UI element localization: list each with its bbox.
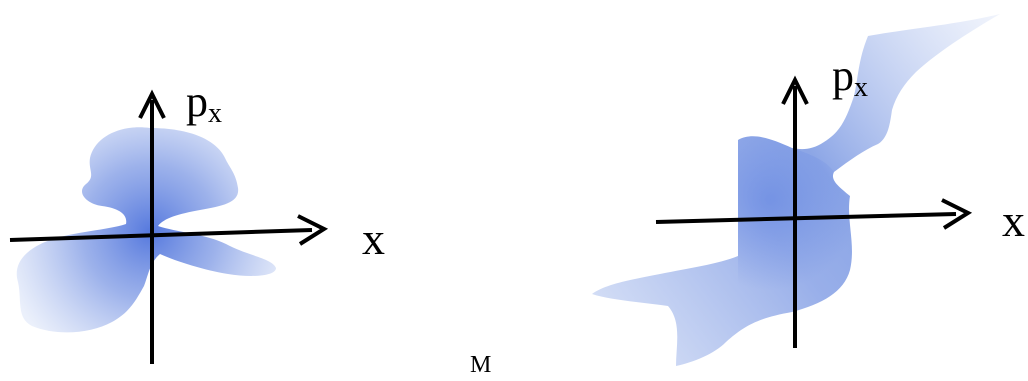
left-x-arrowhead xyxy=(297,214,329,246)
right-p-label-subscript: x xyxy=(854,72,868,103)
right-p-arrowhead xyxy=(781,75,809,105)
left-p-axis-label: px xyxy=(186,77,222,129)
center-label: M xyxy=(470,352,491,378)
right-x-axis-label: x xyxy=(1002,195,1025,246)
right-p-axis-label: px xyxy=(832,51,868,103)
right-x-axis xyxy=(655,212,957,224)
left-phase-region xyxy=(16,127,277,333)
left-p-label-subscript: x xyxy=(208,98,222,129)
left-p-label-base: p xyxy=(186,77,208,126)
right-phase-space: px x xyxy=(592,14,1025,366)
right-x-arrowhead xyxy=(941,198,973,230)
left-x-axis-label: x xyxy=(362,213,385,264)
left-p-arrowhead xyxy=(138,89,166,119)
left-x-axis xyxy=(9,228,313,242)
left-phase-space: px x xyxy=(9,77,385,364)
right-p-label-base: p xyxy=(832,51,854,100)
